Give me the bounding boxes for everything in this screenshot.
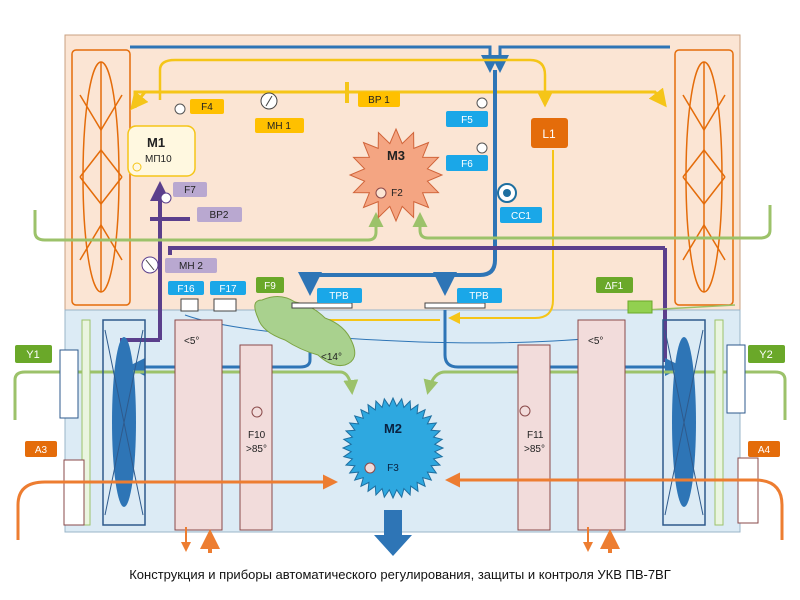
mh2-badge: МН 2: [165, 258, 217, 273]
svg-text:F7: F7: [184, 185, 196, 196]
yellow-loop: [158, 58, 553, 108]
right-evaporator: [662, 319, 724, 526]
right-upper-fan: [674, 49, 734, 306]
f6-badge: F6: [446, 155, 488, 171]
left-upper-fan: [71, 49, 131, 306]
green-air-line-left: [33, 210, 384, 242]
df1-badge: ΔF1: [596, 277, 633, 293]
green-line-y2: [423, 370, 787, 420]
f17-sensor: [213, 298, 237, 312]
l1-line: [448, 150, 554, 324]
df1-sensor: [627, 300, 653, 314]
m3-label: М3: [387, 148, 405, 163]
a3-badge: A3: [25, 441, 57, 457]
svg-text:F4: F4: [201, 102, 213, 113]
svg-text:ТРВ: ТРВ: [329, 291, 349, 302]
f7-badge: F7: [173, 182, 207, 197]
svg-text:A4: A4: [758, 445, 771, 456]
l1-badge: L1: [531, 118, 568, 148]
bp1-badge: ВР 1: [358, 92, 400, 107]
svg-text:ТРВ: ТРВ: [469, 291, 489, 302]
f5-sensor: [476, 97, 488, 109]
f2-label: F2: [391, 188, 403, 199]
svg-text:МН 1: МН 1: [267, 121, 291, 132]
green-air-line-right: [412, 205, 772, 240]
svg-text:ВР2: ВР2: [210, 210, 229, 221]
f4-sensor: [174, 103, 186, 115]
trv-left-body: [291, 302, 353, 309]
svg-text:A3: A3: [35, 445, 48, 456]
cc1-badge: СС1: [500, 207, 542, 223]
m1-motor: М1 МП10: [127, 125, 196, 177]
left-heater-column-2: [239, 344, 273, 531]
f16-sensor: [180, 298, 199, 312]
svg-text:Y2: Y2: [759, 349, 772, 361]
mh1-badge: МН 1: [255, 118, 304, 133]
svg-text:ΔF1: ΔF1: [605, 281, 624, 292]
f10-label: F10: [248, 430, 266, 441]
right-heater-column-2: [577, 319, 626, 531]
f6-sensor: [476, 142, 488, 154]
f5-badge: F5: [446, 111, 488, 127]
m2-label: М2: [384, 421, 402, 436]
t-left-label: <5°: [184, 336, 199, 347]
svg-text:ВР 1: ВР 1: [368, 95, 390, 106]
cc1-sight-glass: [497, 183, 517, 203]
a4-badge: A4: [748, 441, 780, 457]
a4-box: [737, 457, 759, 524]
right-heater-column: [517, 344, 551, 531]
f4-badge: F4: [190, 99, 224, 114]
mh2-gauge: [141, 256, 159, 274]
f17-badge: F17: [210, 281, 246, 295]
svg-text:F9: F9: [264, 281, 276, 292]
f7-sensor: [160, 192, 172, 204]
svg-text:СС1: СС1: [511, 211, 531, 222]
svg-text:F5: F5: [461, 115, 473, 126]
f11-setpoint: >85°: [524, 444, 545, 455]
purple-line: [168, 246, 665, 255]
green-line-y1: [13, 370, 359, 420]
m3-compressor: М3 F2: [348, 127, 444, 223]
y1-sensor-box: [59, 349, 79, 419]
vertical-blue-pipe: [433, 70, 497, 296]
trv-left-badge: ТРВ: [317, 288, 362, 303]
f9-badge: F9: [256, 277, 284, 293]
figure-caption: Конструкция и приборы автоматического ре…: [129, 567, 671, 582]
y2-badge: Y2: [748, 345, 785, 363]
trv-right-body: [424, 302, 486, 309]
t-right-label: <5°: [588, 336, 603, 347]
trv-right-badge: ТРВ: [457, 288, 502, 303]
svg-text:Y1: Y1: [26, 349, 39, 361]
y1-badge: Y1: [15, 345, 52, 363]
f16-badge: F16: [168, 281, 204, 295]
left-heater-column: [174, 319, 223, 531]
a3-box: [63, 459, 85, 526]
bp2-badge: ВР2: [197, 207, 242, 222]
svg-text:МН 2: МН 2: [179, 261, 203, 272]
drain-arrow: [374, 510, 412, 556]
svg-text:L1: L1: [542, 127, 556, 141]
refrigerant-top-line: [130, 45, 499, 73]
f10-sensor: [251, 406, 263, 418]
svg-text:F17: F17: [219, 284, 237, 295]
orange-air-left: [16, 474, 338, 540]
t-mid-label: <14°: [321, 352, 342, 363]
f11-label: F11: [527, 430, 544, 441]
y2-sensor-box: [726, 344, 746, 414]
f3-label: F3: [387, 463, 399, 474]
orange-air-right: [445, 472, 784, 540]
mh1-gauge: [260, 92, 278, 110]
m2-fan-motor: М2 F3: [341, 396, 445, 500]
refrigerant-top-line-right: [491, 45, 670, 73]
f10-setpoint: >85°: [246, 444, 267, 455]
svg-text:F6: F6: [461, 159, 473, 170]
m1-label: М1: [147, 135, 165, 150]
left-evaporator: [81, 319, 146, 526]
f11-sensor: [519, 405, 531, 417]
mp10-label: МП10: [145, 154, 172, 165]
svg-text:F16: F16: [177, 284, 195, 295]
